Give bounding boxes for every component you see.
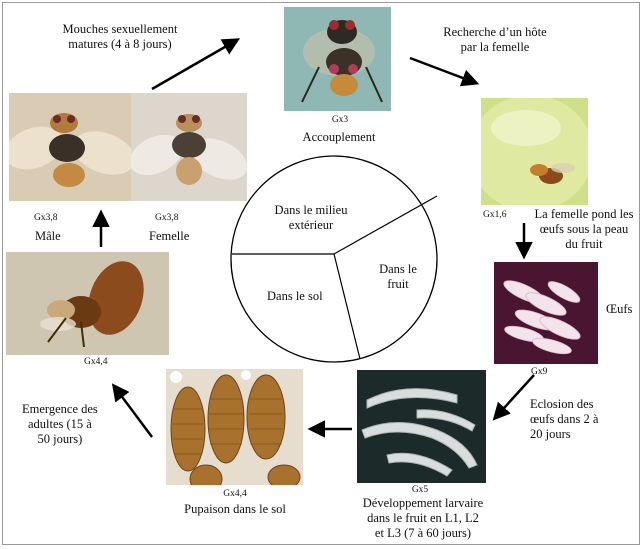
pie-sector-outside: Dans le milieu extérieur [256,203,366,233]
emergence-label: Emergence des adultes (15 à 50 jours) [22,402,98,447]
mating-magnification: Gx3 [325,115,355,126]
egg-laying-label: La femelle pond les œufs sous la peau du… [525,207,643,252]
pupae-caption: Pupaison dans le sol [160,502,310,517]
host-magnification: Gx1,6 [483,210,507,221]
eggs-magnification: Gx9 [531,367,547,378]
pupae-magnification: Gx4,4 [215,489,255,500]
mating-caption: Accouplement [287,130,391,145]
larvae-caption: Développement larvaire dans le fruit en … [343,496,503,541]
female-magnification: Gx3,8 [155,213,179,224]
pie-sector-fruit: Dans le fruit [368,262,428,292]
larvae-magnification: Gx5 [405,485,435,496]
pie-outline [231,156,437,362]
maturity-label: Mouches sexuellement matures (4 à 8 jour… [40,22,200,52]
male-magnification: Gx3,8 [34,213,58,224]
emergence-magnification: Gx4,4 [84,357,108,368]
host-search-label: Recherche d’un hôte par la femelle [425,25,565,55]
hatching-label: Eclosion des œufs dans 2 à 20 jours [530,397,598,442]
male-caption: Mâle [35,229,61,244]
pie-sector-soil: Dans le sol [267,289,323,304]
eggs-caption: Œufs [606,302,632,317]
female-caption: Femelle [149,229,189,244]
